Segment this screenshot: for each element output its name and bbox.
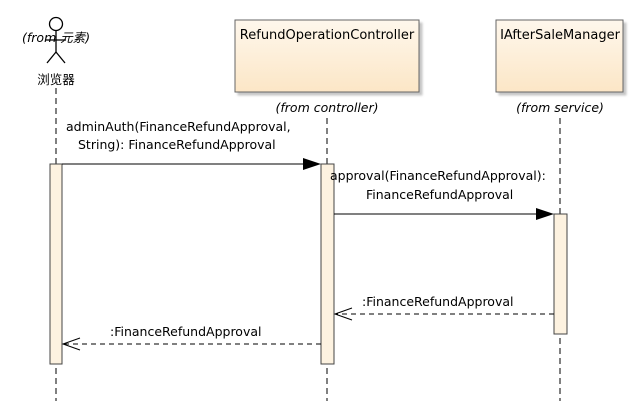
open-arrowhead-icon <box>61 337 81 351</box>
message-approval-label-line2: FinanceRefundApproval <box>366 187 513 202</box>
activation-manager <box>553 213 568 335</box>
activation-controller <box>320 163 335 365</box>
actor-browser-label: 浏览器 <box>37 72 75 87</box>
sync-arrowhead-icon <box>536 208 554 220</box>
participant-controller-box <box>234 19 420 93</box>
participant-manager-stereotype: (from service) <box>516 100 604 115</box>
message-admin-auth-label-line2: String): FinanceRefundApproval <box>78 137 276 152</box>
participant-manager-label: IAfterSaleManager <box>500 28 621 43</box>
participant-controller-stereotype: (from controller) <box>276 100 379 115</box>
message-return-to-controller[interactable]: :FinanceRefundApproval <box>333 294 554 321</box>
message-return-to-browser-label: :FinanceRefundApproval <box>110 324 262 339</box>
message-admin-auth-label-line1: adminAuth(FinanceRefundApproval, <box>66 119 291 134</box>
participant-controller-label: RefundOperationController <box>240 28 415 43</box>
message-return-to-browser[interactable]: :FinanceRefundApproval <box>61 324 321 351</box>
activation-browser <box>49 163 63 365</box>
participant-manager-box <box>495 19 624 93</box>
sync-arrowhead-icon <box>303 158 321 170</box>
actor-browser[interactable]: (from 元素) 浏览器 <box>22 16 90 88</box>
message-return-to-controller-label: :FinanceRefundApproval <box>362 294 514 309</box>
stick-figure-icon <box>46 16 66 64</box>
message-approval-label-line1: approval(FinanceRefundApproval): <box>330 168 546 183</box>
message-approval[interactable]: approval(FinanceRefundApproval): Finance… <box>330 168 554 220</box>
message-admin-auth[interactable]: adminAuth(FinanceRefundApproval, String)… <box>62 119 321 170</box>
participant-controller[interactable]: RefundOperationController (from controll… <box>234 19 420 115</box>
open-arrowhead-icon <box>333 307 353 321</box>
participant-manager[interactable]: IAfterSaleManager (from service) <box>495 19 624 115</box>
